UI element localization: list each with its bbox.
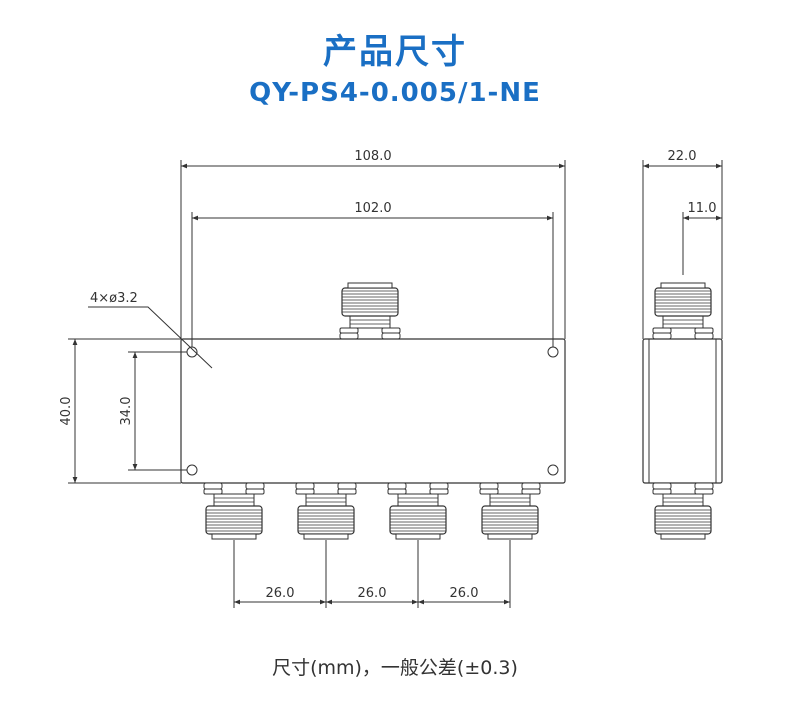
dim-label-pitch-2: 26.0 <box>358 586 387 601</box>
side-view <box>642 282 723 540</box>
input-connector <box>339 282 401 340</box>
page-title: 产品尺寸 <box>323 32 467 72</box>
dim-label-102: 102.0 <box>354 201 391 216</box>
divider-body-front <box>180 338 566 484</box>
dim-label-40: 40.0 <box>59 397 74 426</box>
dim-label-108: 108.0 <box>354 149 391 164</box>
dim-label-34: 34.0 <box>119 397 134 426</box>
dim-label-holes: 4×ø3.2 <box>90 291 138 306</box>
model-number: QY-PS4-0.005/1-NE <box>249 78 541 108</box>
output-connector-3 <box>387 482 449 540</box>
hole-leader <box>88 306 213 369</box>
dim-label-22: 22.0 <box>668 149 697 164</box>
dim-label-11: 11.0 <box>688 201 717 216</box>
dim-label-pitch-3: 26.0 <box>450 586 479 601</box>
output-connector-1 <box>203 482 265 540</box>
footnote-tolerance: 尺寸(mm)，一般公差(±0.3) <box>272 657 518 679</box>
output-connector-2 <box>295 482 357 540</box>
dim-label-pitch-1: 26.0 <box>266 586 295 601</box>
output-connector-4 <box>479 482 541 540</box>
